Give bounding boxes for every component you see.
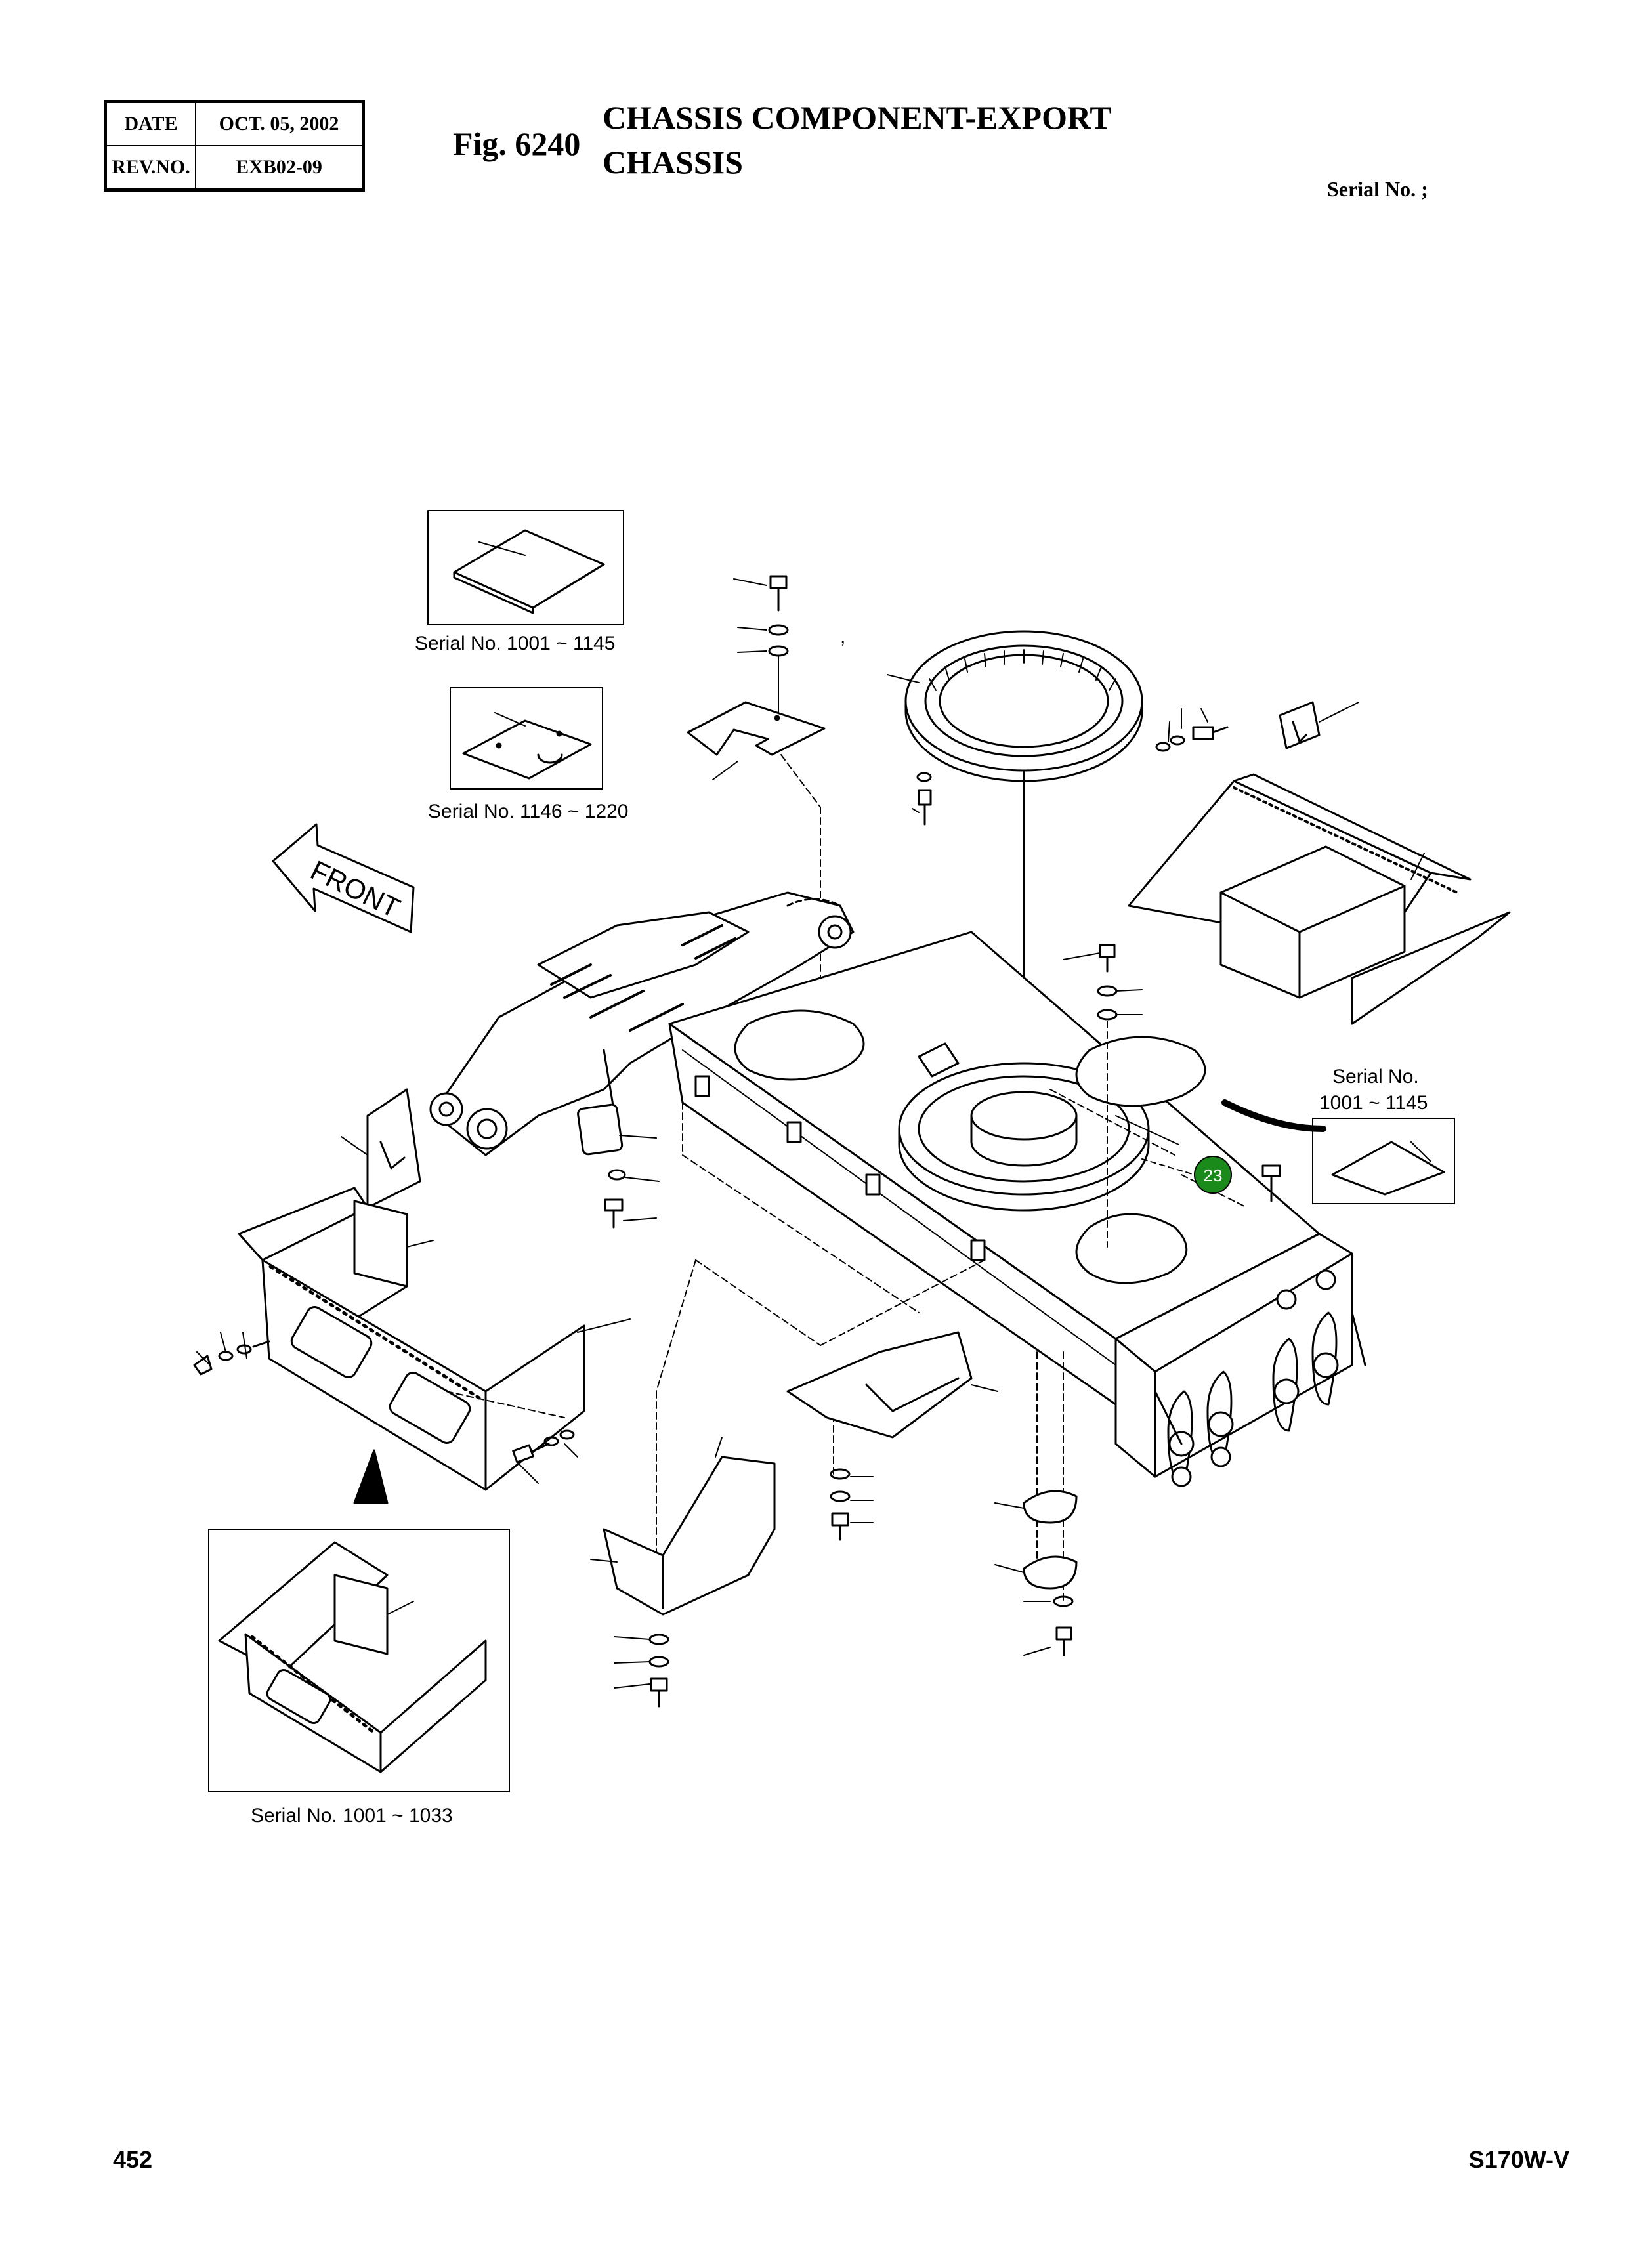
- under-cover-right: [994, 1490, 1078, 1656]
- tick-mark: ,: [840, 626, 845, 648]
- inset-bottom-step-label: Serial No. 1001 ~ 1033: [251, 1805, 453, 1826]
- front-direction-arrow: FRONT: [272, 823, 415, 933]
- page-subtitle: CHASSIS: [603, 144, 743, 180]
- leader-lines: [446, 1259, 1064, 1602]
- page-title: CHASSIS COMPONENT-EXPORT: [603, 99, 1112, 136]
- model-code: S170W-V: [1468, 2146, 1569, 2173]
- serial-number-header: Serial No. ;: [1327, 177, 1428, 201]
- front-step-assembly: [193, 1187, 631, 1504]
- under-cover-center: [786, 1331, 998, 1541]
- date-label: DATE: [104, 100, 197, 146]
- inset-top-cover: Serial No. 1001 ~ 1145: [415, 510, 624, 654]
- figure-number: Fig. 6240: [453, 125, 581, 162]
- ring-bolts: [912, 772, 932, 826]
- callout-23-bolt: [1141, 1158, 1281, 1202]
- page-number: 452: [113, 2146, 153, 2173]
- boom-arm: [429, 891, 855, 1156]
- inset-bottom-step: Serial No. 1001 ~ 1033: [208, 1529, 510, 1826]
- inset-right-cover-label-1: Serial No.: [1332, 1066, 1419, 1087]
- inset-second-cover: Serial No. 1146 ~ 1220: [428, 687, 629, 822]
- axle-bracket-block: [1114, 1233, 1366, 1487]
- date-value: OCT. 05, 2002: [195, 100, 364, 146]
- left-bracket: [341, 1088, 421, 1209]
- rev-label: REV.NO.: [104, 145, 197, 191]
- callout-23[interactable]: 23: [1194, 1156, 1232, 1194]
- hatch-bolt-stack: [1063, 944, 1143, 1248]
- inset-right-cover: Serial No. 1001 ~ 1145: [1221, 1066, 1455, 1204]
- inset-second-cover-label: Serial No. 1146 ~ 1220: [428, 801, 629, 822]
- callout-23-label: 23: [1204, 1166, 1223, 1185]
- toolbox-assembly: [1128, 701, 1511, 1025]
- revision-table: DATE OCT. 05, 2002 REV.NO. EXB02-09: [104, 100, 365, 192]
- inset-top-cover-label: Serial No. 1001 ~ 1145: [415, 633, 616, 654]
- small-cover-plate: [577, 1103, 660, 1229]
- rev-value: EXB02-09: [195, 145, 364, 191]
- inset-right-cover-label-2: 1001 ~ 1145: [1319, 1092, 1428, 1114]
- under-cover-left: [590, 1437, 776, 1708]
